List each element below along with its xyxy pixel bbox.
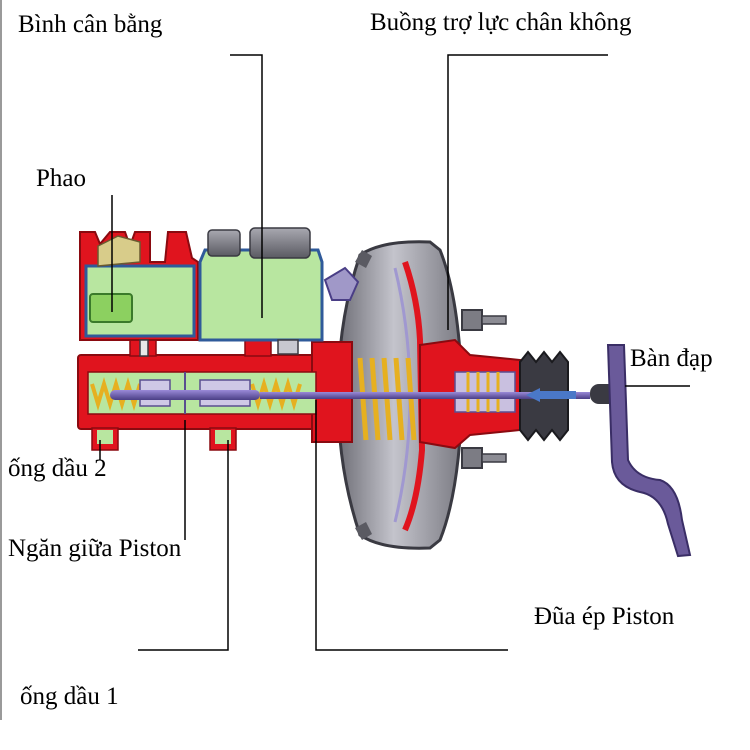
- label-float: Phao: [36, 165, 86, 192]
- label-push-rod: Đũa ép Piston: [534, 603, 675, 630]
- leader-outlet1: [138, 440, 229, 651]
- leader-lines: [99, 54, 690, 651]
- reservoir: [79, 227, 324, 357]
- label-divider: Ngăn giữa Piston: [8, 535, 182, 562]
- brake-pedal: [590, 344, 692, 558]
- leader-booster: [447, 54, 608, 330]
- label-pedal: Bàn đạp: [630, 345, 713, 372]
- leader-push-rod: [315, 400, 508, 651]
- label-outlet2: ống dầu 2: [8, 455, 107, 482]
- push-rod: [110, 388, 590, 402]
- label-outlet1: ống dầu 1: [20, 683, 119, 710]
- label-booster: Buồng trợ lực chân không: [370, 9, 632, 36]
- label-reservoir: Bình cân bằng: [18, 11, 163, 38]
- leader-reservoir: [230, 54, 263, 318]
